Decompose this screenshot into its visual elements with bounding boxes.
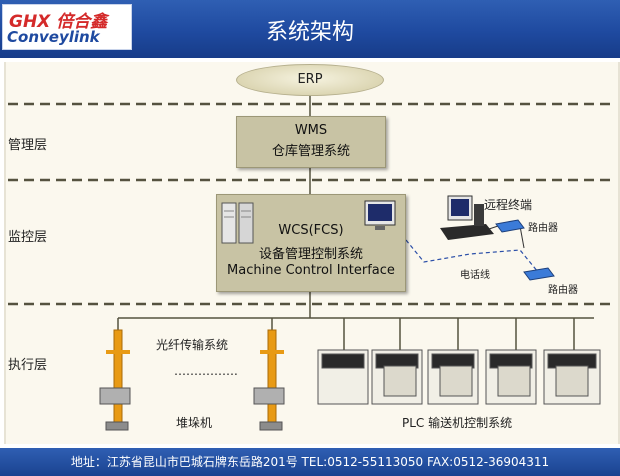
server-icon bbox=[221, 201, 255, 245]
logo-en-text: Conveylink bbox=[7, 28, 100, 46]
plc-cabinets bbox=[317, 349, 601, 405]
layer-label-management: 管理层 bbox=[8, 138, 48, 153]
logo-cn-text: GHX 倍合鑫 bbox=[9, 12, 108, 32]
wcs-title: WCS(FCS) bbox=[278, 223, 344, 238]
footer-contact: 地址：江苏省昆山市巴城石牌东岳路201号 TEL:0512-55113050 F… bbox=[0, 448, 620, 476]
phone-line bbox=[405, 239, 539, 273]
router-label-bottom: 路由器 bbox=[548, 285, 578, 296]
erp-node: ERP bbox=[236, 64, 384, 96]
plc-label: PLC 输送机控制系统 bbox=[402, 416, 513, 430]
remote-terminal-label: 远程终端 bbox=[484, 198, 533, 212]
stacker-label: 堆垛机 bbox=[176, 416, 213, 430]
router-label-top: 路由器 bbox=[528, 223, 558, 234]
monitor-icon bbox=[363, 199, 399, 233]
layer-label-monitoring: 监控层 bbox=[8, 230, 48, 245]
stacker-crane-left bbox=[99, 329, 131, 431]
router-icon-bottom bbox=[523, 267, 555, 281]
fiber-system-label: 光纤传输系统 bbox=[156, 338, 229, 352]
wms-subtitle: 仓库管理系统 bbox=[271, 144, 350, 159]
remote-terminal-icon bbox=[440, 195, 494, 240]
phone-line-label: 电话线 bbox=[460, 270, 490, 281]
stacker-crane-right bbox=[253, 329, 285, 431]
page-title: 系统架构 bbox=[265, 20, 354, 45]
wms-title: WMS bbox=[294, 123, 328, 138]
wcs-box: WCS(FCS) 设备管理控制系统 Machine Control Interf… bbox=[216, 194, 406, 292]
fiber-dots: ……………. bbox=[174, 364, 238, 378]
header-bar: GHX 倍合鑫 Conveylink 系统架构 bbox=[0, 0, 620, 58]
router-icon-top bbox=[495, 219, 525, 233]
company-logo: GHX 倍合鑫 Conveylink bbox=[2, 4, 132, 50]
layer-label-execution: 执行层 bbox=[8, 358, 48, 373]
wcs-english: Machine Control Interface bbox=[227, 263, 395, 278]
wms-box: WMS 仓库管理系统 bbox=[236, 116, 386, 168]
wcs-subtitle: 设备管理控制系统 bbox=[258, 247, 363, 262]
